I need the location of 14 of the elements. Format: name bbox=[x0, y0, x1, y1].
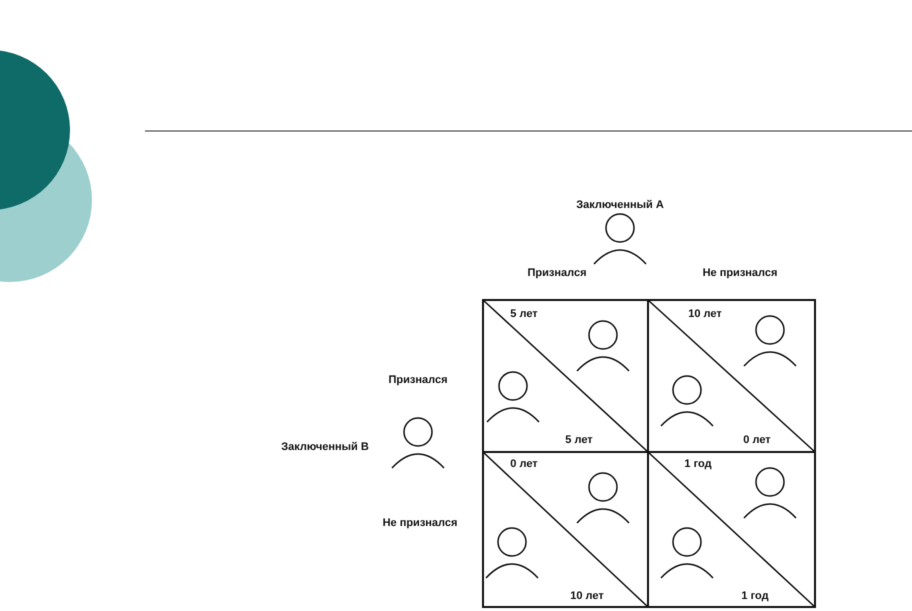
sentence-value: 0 лет bbox=[743, 434, 771, 446]
strategy-label: Признался bbox=[528, 267, 586, 279]
sentence-value: 10 лет bbox=[688, 308, 722, 320]
strategy-label: Не признался bbox=[702, 267, 778, 279]
strategy-label: Признался bbox=[388, 374, 448, 386]
strategy-label: Не признался bbox=[382, 517, 458, 529]
sentence-value: 0 лет bbox=[510, 458, 538, 470]
sentence-value: 1 год bbox=[684, 458, 712, 470]
player-label: Заключенный B bbox=[281, 441, 369, 453]
sentence-value: 5 лет bbox=[510, 308, 538, 320]
player-label: Заключенный A bbox=[576, 199, 664, 211]
sentence-value: 5 лет bbox=[565, 434, 593, 446]
sentence-value: 1 год bbox=[741, 590, 769, 602]
sentence-value: 10 лет bbox=[570, 590, 604, 602]
